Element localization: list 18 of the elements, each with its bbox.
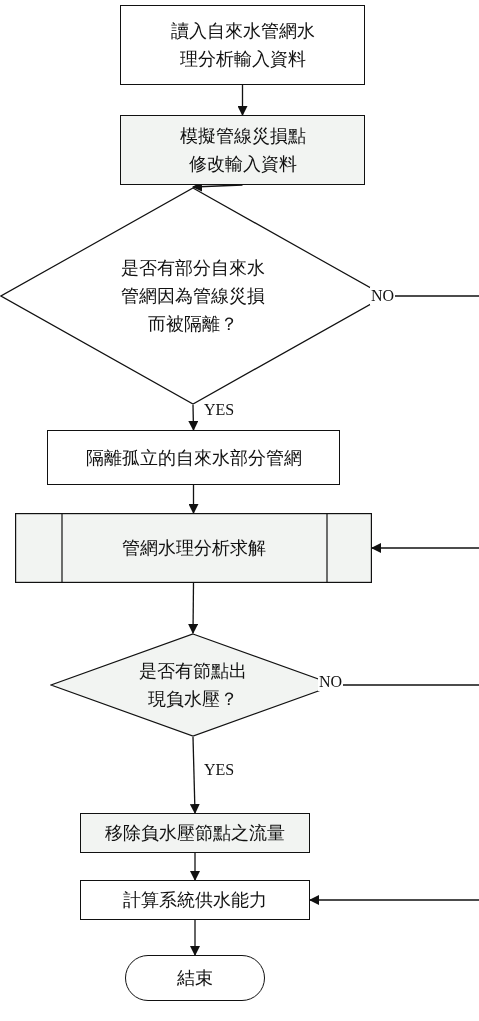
predefined-process-box: 管網水理分析求解 xyxy=(15,513,372,583)
arrow xyxy=(371,543,479,553)
arrow xyxy=(189,736,200,814)
arrow xyxy=(237,84,248,116)
process-box: 移除負水壓節點之流量 xyxy=(80,813,310,853)
edge-label: NO xyxy=(370,287,396,305)
terminal-box: 結束 xyxy=(125,955,265,1001)
arrow xyxy=(188,582,199,634)
edge-label: NO xyxy=(318,673,344,691)
arrow xyxy=(188,404,199,431)
process-box: 讀入自來水管網水理分析輸入資料 xyxy=(120,5,365,85)
process-box: 隔離孤立的自來水部分管網 xyxy=(47,430,340,485)
arrow xyxy=(188,484,199,514)
arrow xyxy=(190,919,200,956)
arrow xyxy=(309,895,479,905)
process-box: 模擬管線災損點修改輸入資料 xyxy=(120,115,365,185)
process-box: 計算系統供水能力 xyxy=(80,880,310,920)
arrow xyxy=(190,852,200,881)
